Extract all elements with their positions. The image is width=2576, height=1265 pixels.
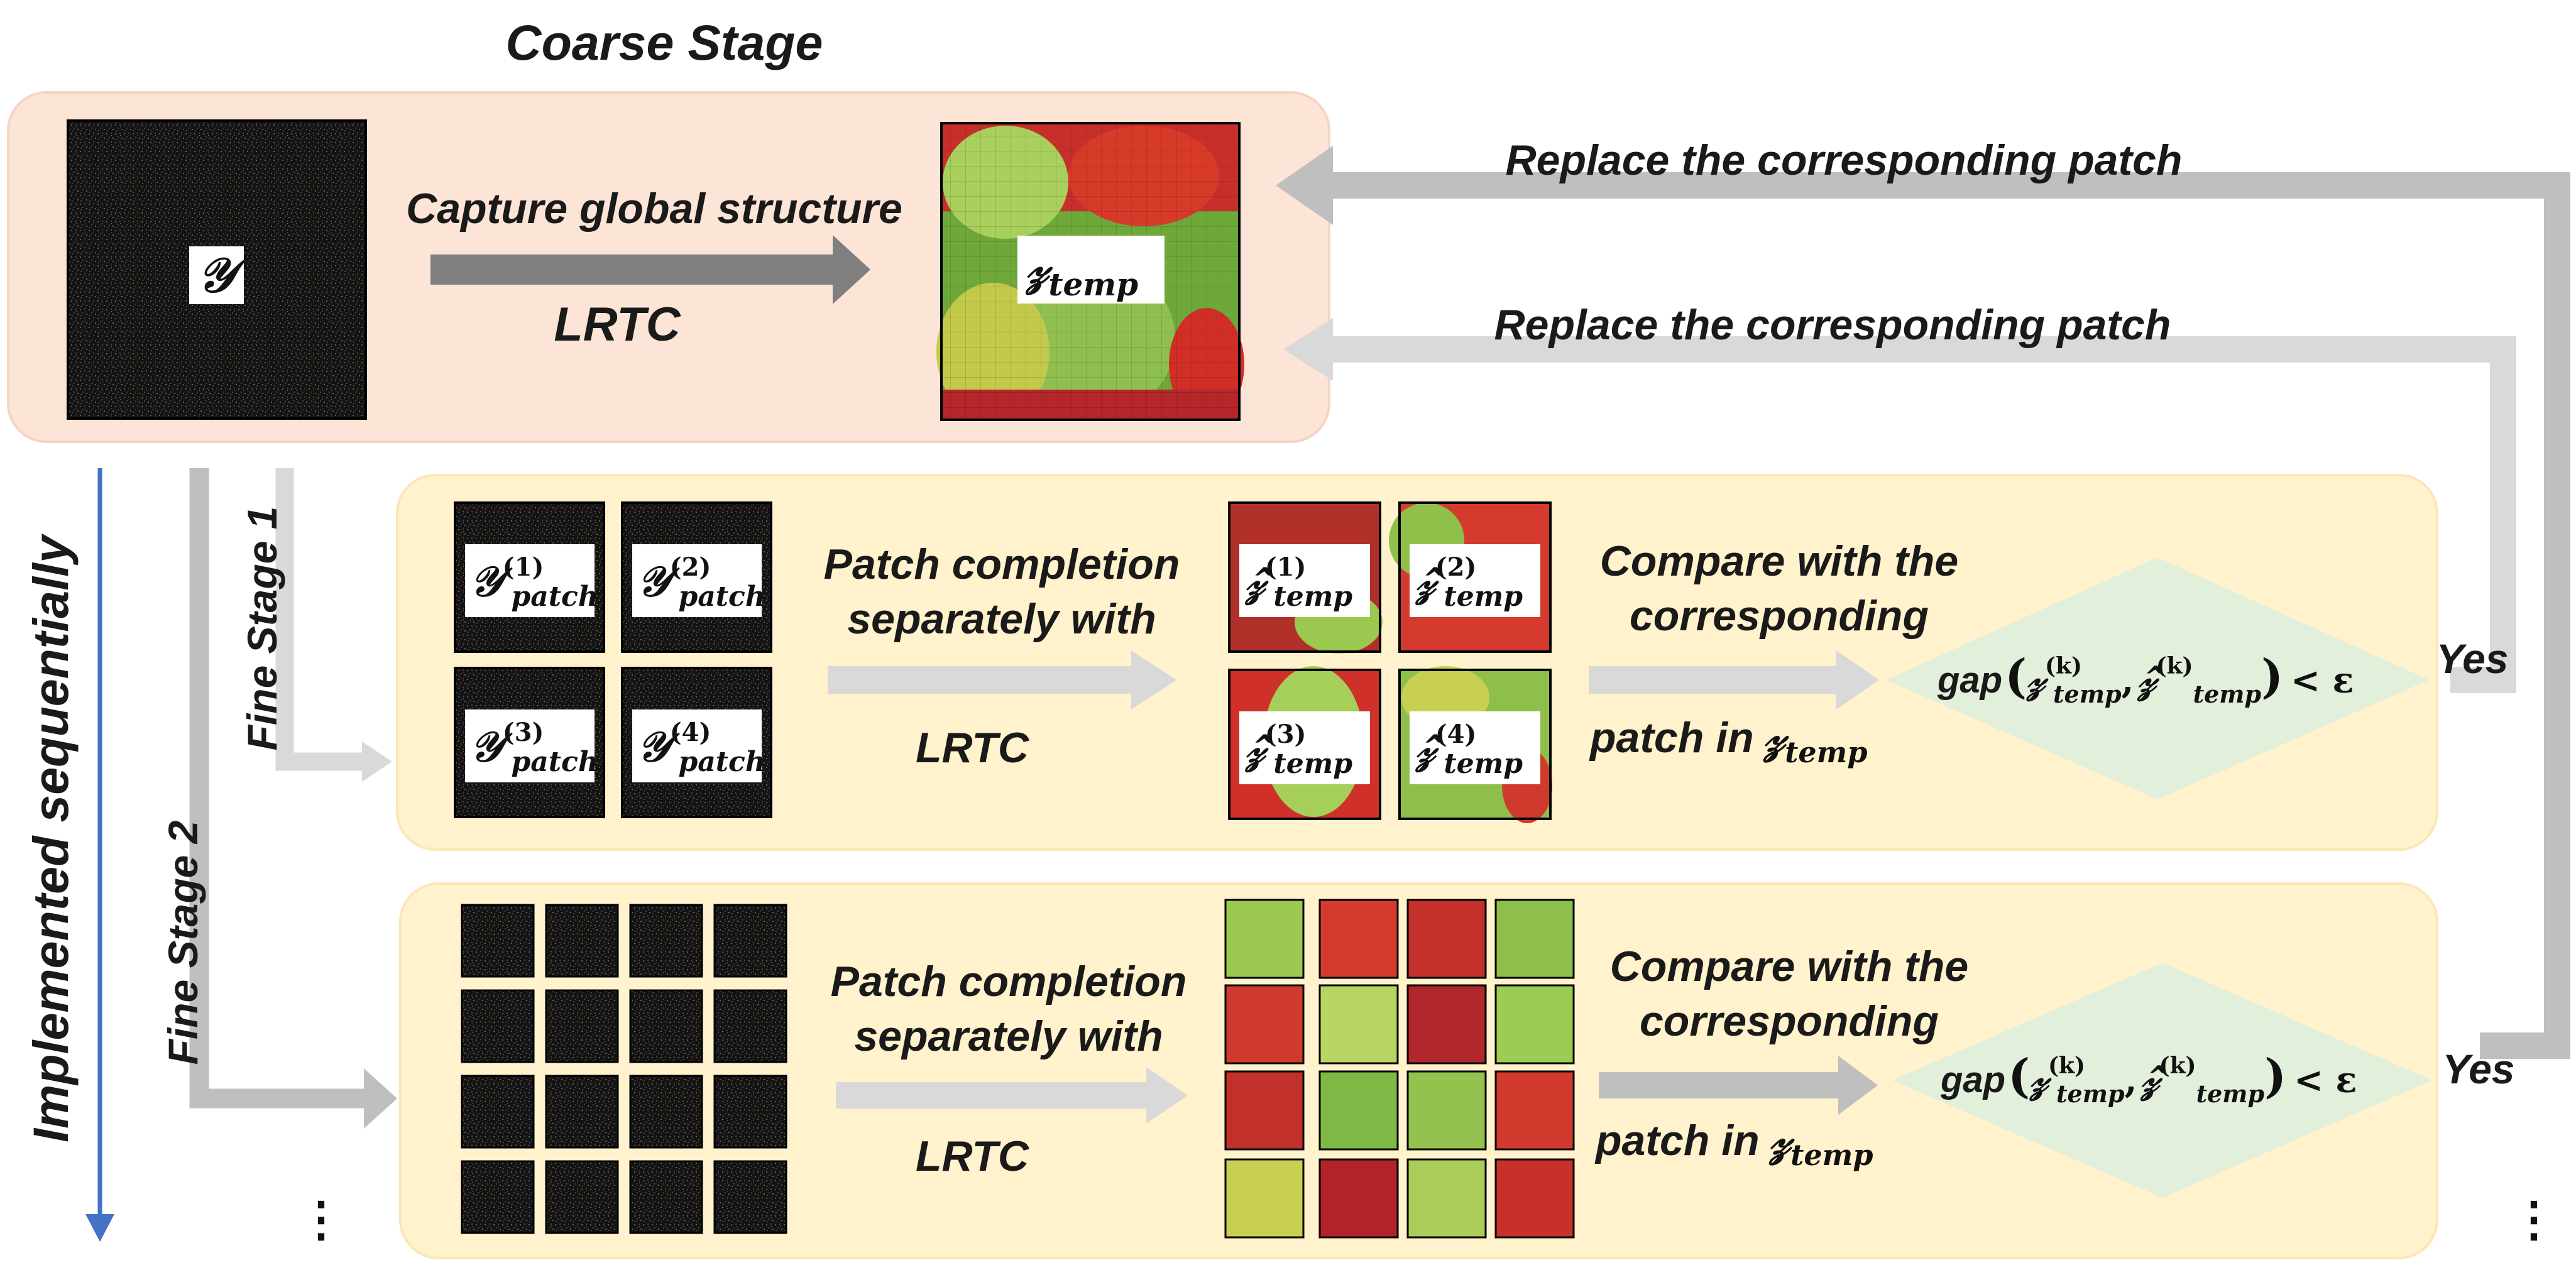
fine-stage-2-compare-line-2: corresponding [1640, 997, 1939, 1045]
implemented-sequentially-label: Implemented sequentially [23, 533, 79, 1142]
fine-stage-1-entry-line [275, 468, 362, 771]
feedback-arrow-stage2-line [1333, 172, 2570, 1059]
fine-stage-2-yes-label: Yes [2443, 1046, 2515, 1092]
fine-stage-1-process-arrow [828, 650, 1176, 709]
coarse-method-label: LRTC [554, 298, 681, 351]
capture-global-structure-label: Capture global structure [406, 185, 902, 233]
fine-stage-2-process-line-1: Patch completion [831, 958, 1187, 1005]
fine-stage-2-decision-diamond [1892, 963, 2432, 1198]
completed-patch-1-symbol: 𝓏̂(1)temp [1244, 552, 1352, 613]
coarse-result-symbol: 𝓏temp [1025, 239, 1138, 303]
feedback-label-upper: Replace the corresponding patch [1506, 136, 2183, 184]
feedback-arrow-stage2-head [1276, 146, 1333, 225]
continuation-mark-right: ⋮ [2510, 1191, 2558, 1247]
fine-stage-1-yes-label: Yes [2436, 635, 2509, 682]
fine-stage-2-process-arrow [836, 1067, 1188, 1124]
fine-stage-1-completed-patches [1228, 501, 1552, 823]
fine-stage-2-entry-line [189, 468, 364, 1109]
feedback-arrow-stage1-head [1283, 318, 1333, 381]
fine-stage-1-input-patches [454, 501, 772, 818]
fine-stage-2-entry-head [364, 1068, 397, 1129]
fine-stage-1-decision-text: gap(𝓏(k)temp,𝓏̂(k)temp)< ε [1937, 650, 2354, 708]
fine-stage-2-method: LRTC [916, 1132, 1029, 1180]
fine-stage-2-label: Fine Stage 2 [160, 820, 206, 1065]
fine-stage-2-input-patches [461, 904, 787, 1234]
fine-stage-1-entry-head [362, 742, 392, 782]
input-patch-2-symbol: 𝒴(2)patch [637, 552, 765, 613]
fine-stage-2-completed-patches [1224, 899, 1575, 1239]
input-patch-1-symbol: 𝒴(1)patch [470, 552, 598, 613]
fine-stage-1-method: LRTC [916, 724, 1029, 772]
fine-stage-2-compare-arrow [1599, 1056, 1878, 1115]
feedback-label-lower: Replace the corresponding patch [1494, 301, 2171, 349]
fine-stage-1-compare-line-1: Compare with the [1600, 537, 1959, 585]
fine-stage-1-label: Fine Stage 1 [239, 507, 285, 751]
fine-stage-2-process-line-2: separately with [854, 1012, 1163, 1060]
feedback-arrow-stage1-line [1333, 336, 2516, 693]
fine-stage-1-decision-diamond [1886, 557, 2429, 799]
coarse-process-arrow [430, 235, 870, 304]
coarse-stage-title: Coarse Stage [506, 14, 823, 70]
fine-stage-1-compare-arrow [1589, 650, 1879, 709]
observed-tensor-label-box [189, 246, 244, 304]
sequence-arrow-head [85, 1214, 114, 1242]
fine-stage-1-panel [396, 474, 2438, 851]
input-patch-3-symbol: 𝒴(3)patch [470, 718, 598, 778]
fine-stage-1-compare-line-2: corresponding [1630, 592, 1929, 640]
fine-stage-1-process-line-2: separately with [847, 595, 1156, 643]
fine-stage-2-decision-text: gap(𝓏(k)temp,𝓏̂(k)temp)< ε [1940, 1049, 2357, 1108]
continuation-mark-left: ⋮ [297, 1191, 345, 1247]
fine-stage-2-compare-line-1: Compare with the [1610, 943, 1969, 990]
coarse-result-label-box [1017, 236, 1165, 304]
fine-stage-1-process-line-1: Patch completion [824, 540, 1180, 588]
